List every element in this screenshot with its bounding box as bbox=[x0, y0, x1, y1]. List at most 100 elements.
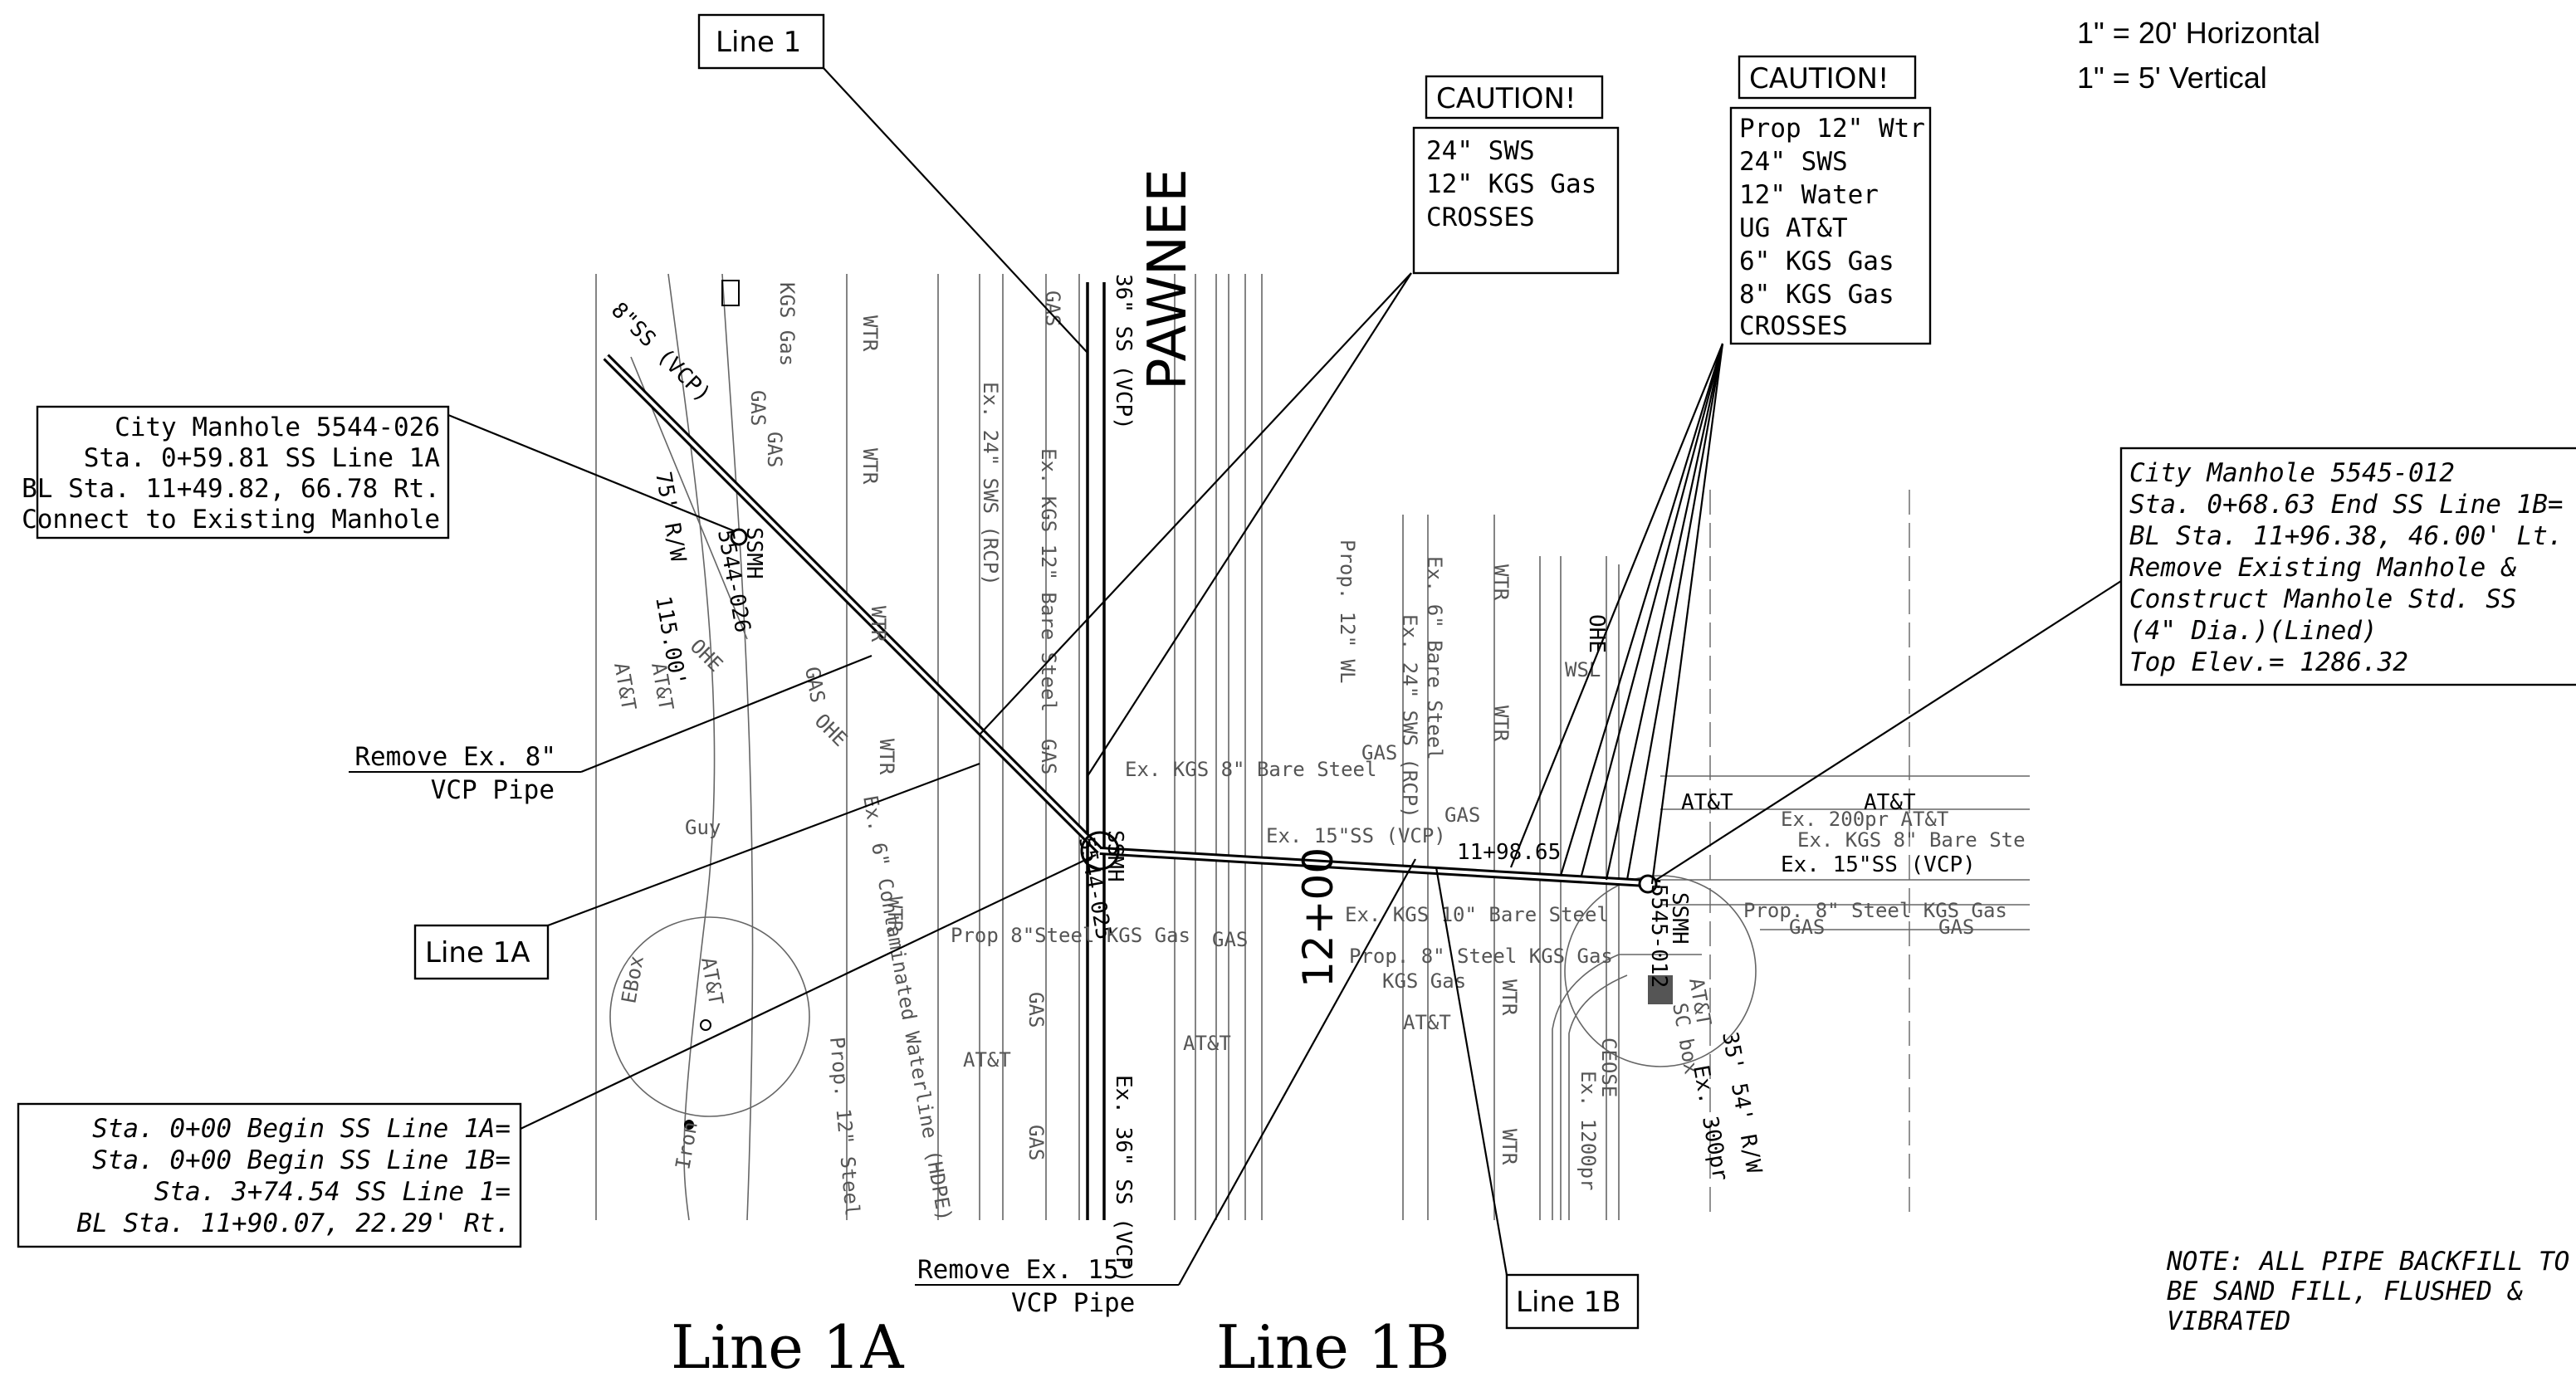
manhole-5544-026-callout: City Manhole 5544-026 Sta. 0+59.81 SS Li… bbox=[22, 405, 736, 540]
svg-text:WTR: WTR bbox=[858, 448, 882, 485]
svg-text:SSMH: SSMH bbox=[1667, 892, 1692, 945]
caution-box-1: CAUTION! 24" SWS 12" KGS Gas CROSSES bbox=[979, 75, 1620, 777]
svg-text:Top Elev.= 1286.32: Top Elev.= 1286.32 bbox=[2129, 647, 2408, 677]
svg-text:Sta. 0+00 Begin SS Line 1A=: Sta. 0+00 Begin SS Line 1A= bbox=[92, 1114, 511, 1144]
svg-text:Ex. 24" SWS (RCP): Ex. 24" SWS (RCP) bbox=[1398, 614, 1421, 818]
svg-text:AT&T: AT&T bbox=[1403, 1011, 1451, 1034]
svg-text:WTR: WTR bbox=[1498, 979, 1521, 1016]
line-1b-label: Line 1B bbox=[1516, 1286, 1621, 1319]
svg-text:GAS: GAS bbox=[800, 665, 829, 705]
note-block: NOTE: ALL PIPE BACKFILL TO BE SAND FILL,… bbox=[2166, 1247, 2569, 1336]
svg-text:GAS: GAS bbox=[1212, 928, 1248, 951]
svg-text:Prop 12" Wtr: Prop 12" Wtr bbox=[1739, 114, 1925, 144]
manhole-5545-012-callout: City Manhole 5545-012 Sta. 0+68.63 End S… bbox=[1655, 447, 2576, 881]
svg-text:GAS: GAS bbox=[1037, 739, 1060, 774]
svg-text:Sta. 0+00 Begin SS Line 1B=: Sta. 0+00 Begin SS Line 1B= bbox=[92, 1145, 511, 1175]
begin-station-callout: Sta. 0+00 Begin SS Line 1A= Sta. 0+00 Be… bbox=[17, 854, 1097, 1248]
svg-text:Remove Existing Manhole &: Remove Existing Manhole & bbox=[2129, 553, 2517, 583]
svg-text:VCP Pipe: VCP Pipe bbox=[1011, 1288, 1135, 1318]
svg-text:6" KGS Gas: 6" KGS Gas bbox=[1739, 247, 1894, 276]
caution-1-title: CAUTION! bbox=[1436, 82, 1576, 115]
proposed-sewer bbox=[603, 354, 1661, 894]
scale-block: 1" = 20' Horizontal 1" = 5' Vertical bbox=[2077, 16, 2320, 95]
svg-text:KGS Gas: KGS Gas bbox=[775, 282, 799, 366]
line-1-label: Line 1 bbox=[716, 26, 801, 59]
svg-text:11+98.65: 11+98.65 bbox=[1457, 840, 1561, 865]
svg-text:5545-012: 5545-012 bbox=[1646, 884, 1671, 988]
svg-text:BE SAND FILL, FLUSHED &: BE SAND FILL, FLUSHED & bbox=[2167, 1277, 2524, 1306]
svg-text:NOTE: ALL PIPE BACKFILL TO: NOTE: ALL PIPE BACKFILL TO bbox=[2166, 1247, 2569, 1277]
svg-text:AT&T: AT&T bbox=[963, 1048, 1011, 1072]
svg-text:Prop. 8" Steel KGS Gas: Prop. 8" Steel KGS Gas bbox=[1349, 945, 1613, 968]
svg-text:GAS: GAS bbox=[1361, 741, 1397, 764]
svg-text:SSMH: SSMH bbox=[1102, 830, 1127, 882]
svg-text:AT&T: AT&T bbox=[609, 661, 641, 712]
svg-text:GAS: GAS bbox=[1024, 1125, 1048, 1160]
utility-linework bbox=[595, 273, 2030, 1221]
svg-text:AT&T: AT&T bbox=[1864, 790, 1916, 815]
svg-text:OHE: OHE bbox=[810, 709, 852, 750]
svg-text:Construct Manhole Std. SS: Construct Manhole Std. SS bbox=[2129, 584, 2517, 614]
svg-text:Ex. 36" SS (VCP): Ex. 36" SS (VCP) bbox=[1111, 1075, 1136, 1282]
svg-text:12" KGS Gas: 12" KGS Gas bbox=[1426, 169, 1596, 199]
scale-vertical: 1" = 5' Vertical bbox=[2077, 61, 2267, 95]
svg-text:GAS: GAS bbox=[1444, 803, 1480, 827]
line-1-callout: Line 1 bbox=[697, 13, 1088, 354]
svg-text:EBox: EBox bbox=[617, 954, 648, 1005]
svg-text:24" SWS: 24" SWS bbox=[1426, 136, 1535, 166]
remove-8-vcp-callout: Remove Ex. 8" VCP Pipe bbox=[349, 654, 873, 805]
svg-text:BL Sta. 11+90.07, 22.29' Rt.: BL Sta. 11+90.07, 22.29' Rt. bbox=[76, 1209, 511, 1238]
svg-text:AT&T: AT&T bbox=[697, 955, 728, 1007]
svg-text:WTR: WTR bbox=[1489, 706, 1513, 742]
svg-text:GAS: GAS bbox=[763, 432, 786, 467]
svg-text:Ex. 1200pr: Ex. 1200pr bbox=[1576, 1071, 1600, 1191]
svg-text:Iron: Iron bbox=[671, 1120, 702, 1171]
caution-2-title: CAUTION! bbox=[1749, 62, 1889, 95]
svg-text:BL Sta. 11+96.38, 46.00' Lt.: BL Sta. 11+96.38, 46.00' Lt. bbox=[2129, 521, 2564, 551]
scale-horizontal: 1" = 20' Horizontal bbox=[2077, 16, 2320, 50]
svg-text:VIBRATED: VIBRATED bbox=[2167, 1306, 2290, 1336]
svg-text:Sta. 0+59.81 SS Line 1A: Sta. 0+59.81 SS Line 1A bbox=[84, 443, 441, 473]
svg-text:AT&T: AT&T bbox=[1183, 1032, 1231, 1055]
svg-text:12" Water: 12" Water bbox=[1739, 180, 1879, 210]
svg-text:City Manhole 5544-026: City Manhole 5544-026 bbox=[115, 413, 440, 442]
svg-text:(4" Dia.)(Lined): (4" Dia.)(Lined) bbox=[2129, 616, 2378, 646]
svg-text:CROSSES: CROSSES bbox=[1739, 311, 1848, 341]
svg-text:Remove Ex. 15": Remove Ex. 15" bbox=[917, 1255, 1134, 1285]
svg-text:24" SWS: 24" SWS bbox=[1739, 147, 1848, 177]
svg-text:36" SS (VCP): 36" SS (VCP) bbox=[1111, 274, 1136, 430]
svg-text:Prop. 8" Steel KGS Gas: Prop. 8" Steel KGS Gas bbox=[1743, 899, 2007, 922]
svg-text:WTR: WTR bbox=[883, 896, 907, 933]
svg-text:VCP Pipe: VCP Pipe bbox=[431, 775, 555, 805]
svg-text:KGS Gas: KGS Gas bbox=[1382, 969, 1466, 993]
line-1a-callout: Line 1A bbox=[413, 762, 980, 980]
svg-text:Sta. 0+68.63 End SS Line 1B=: Sta. 0+68.63 End SS Line 1B= bbox=[2129, 490, 2564, 520]
svg-text:WTR: WTR bbox=[1489, 564, 1513, 601]
street-name: PAWNEE bbox=[1137, 168, 1199, 390]
svg-text:CROSSES: CROSSES bbox=[1426, 203, 1535, 232]
svg-text:BL Sta. 11+49.82, 66.78 Rt.: BL Sta. 11+49.82, 66.78 Rt. bbox=[22, 474, 440, 504]
svg-text:WTR: WTR bbox=[858, 315, 882, 352]
svg-text:OHE: OHE bbox=[686, 634, 727, 676]
svg-text:UG AT&T: UG AT&T bbox=[1739, 213, 1848, 243]
line-1a-label: Line 1A bbox=[425, 936, 530, 969]
svg-text:GAS: GAS bbox=[1024, 992, 1048, 1028]
svg-text:75' R/W: 75' R/W bbox=[650, 470, 691, 564]
svg-text:Ex. 24" SWS (RCP): Ex. 24" SWS (RCP) bbox=[979, 382, 1002, 586]
svg-text:WTR: WTR bbox=[875, 739, 898, 775]
svg-text:Sta. 3+74.54 SS Line 1=: Sta. 3+74.54 SS Line 1= bbox=[154, 1177, 511, 1207]
svg-text:GAS: GAS bbox=[746, 390, 770, 426]
profile-title-line-1a: Line 1A bbox=[671, 1312, 905, 1377]
svg-text:AT&T: AT&T bbox=[1681, 790, 1733, 815]
svg-text:GAS: GAS bbox=[1938, 916, 1974, 939]
svg-text:WSL: WSL bbox=[1565, 658, 1601, 681]
svg-text:Ex. KGS 8" Bare Ste: Ex. KGS 8" Bare Ste bbox=[1797, 828, 2026, 852]
svg-text:Ex. 15"SS (VCP): Ex. 15"SS (VCP) bbox=[1781, 852, 1976, 877]
svg-text:Prop 8"Steel KGS Gas: Prop 8"Steel KGS Gas bbox=[951, 924, 1190, 947]
map-ssmh-1: SSMH bbox=[741, 527, 766, 579]
svg-text:Ex. KGS 12" Bare Steel: Ex. KGS 12" Bare Steel bbox=[1037, 448, 1060, 712]
manhole-5544-026 bbox=[730, 528, 748, 546]
svg-text:Ex. 15"SS (VCP): Ex. 15"SS (VCP) bbox=[1266, 824, 1446, 847]
svg-text:Ex. 6" Contaminated Waterline: Ex. 6" Contaminated Waterline (HDPE) bbox=[858, 793, 956, 1223]
